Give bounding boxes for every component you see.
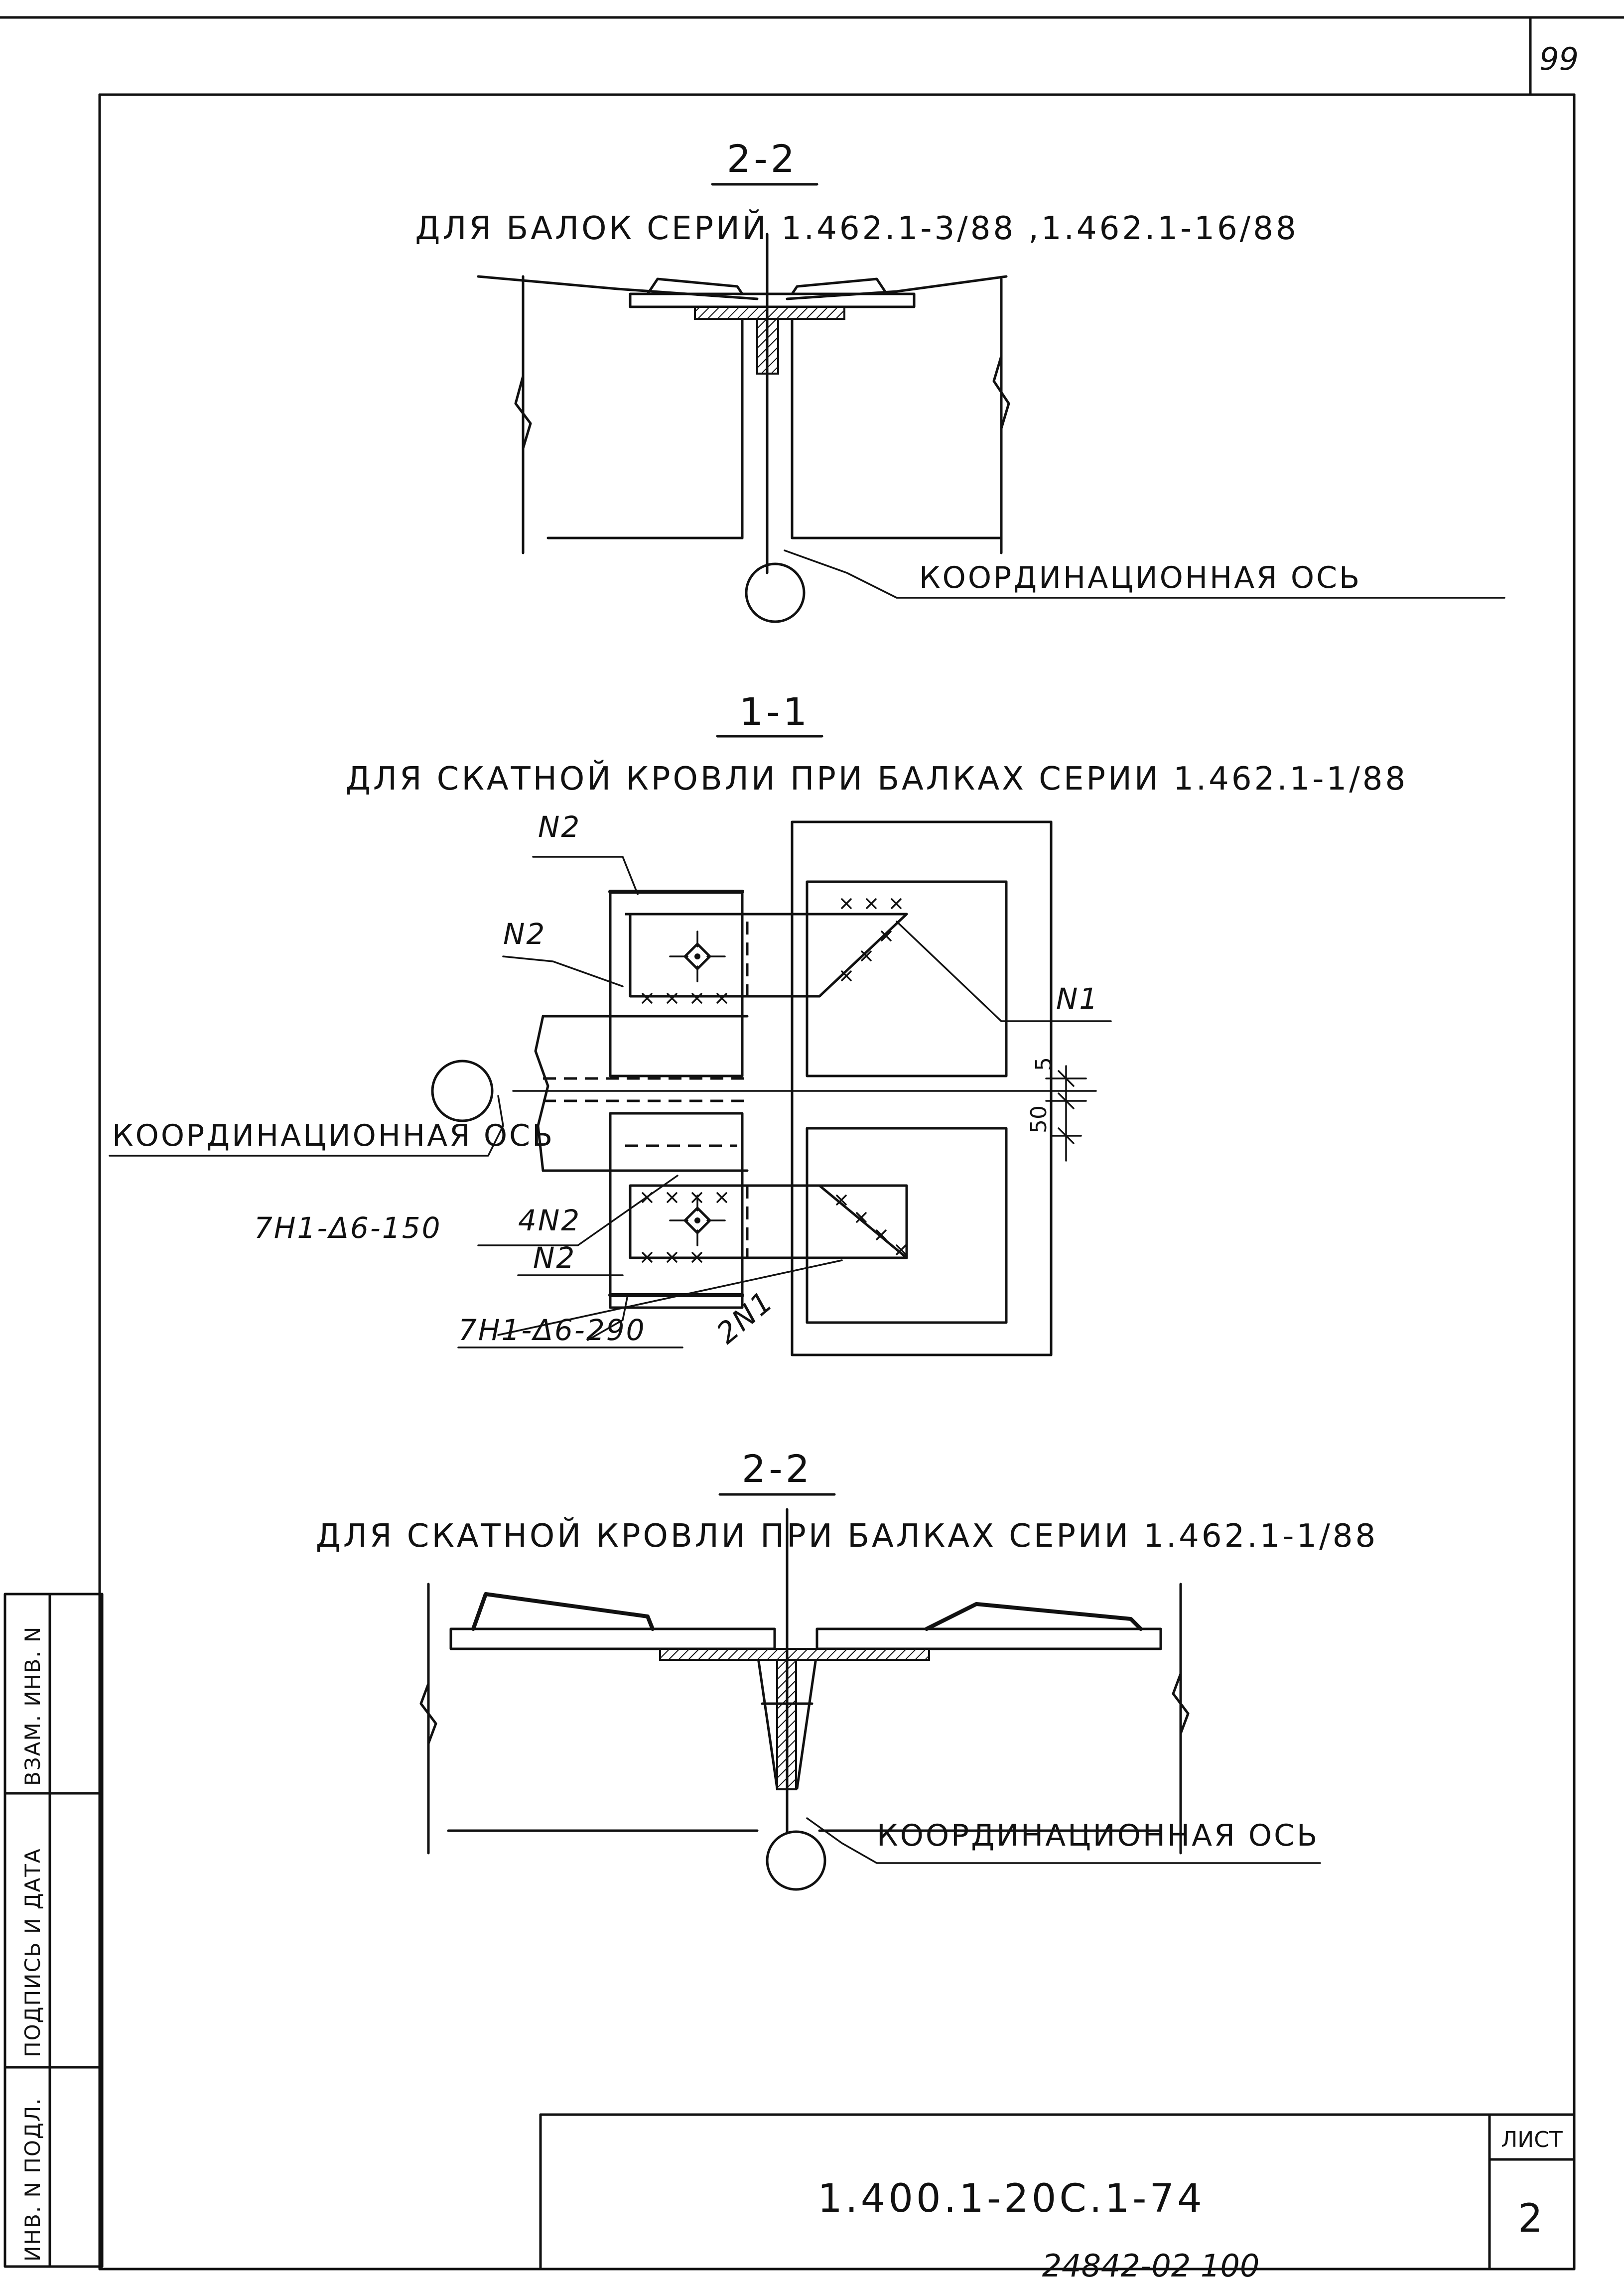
section-a-caption: ДЛЯ БАЛОК СЕРИЙ 1.462.1-3/88 ,1.462.1-16… bbox=[415, 209, 1298, 247]
stamp-cell-inv-podl: ИНВ. N ПОДЛ. bbox=[20, 2097, 45, 2262]
callout-n2-mid: N2 bbox=[503, 917, 546, 951]
section-b: 1-1 ДЛЯ СКАТНОЙ КРОВЛИ ПРИ БАЛКАХ СЕРИИ … bbox=[109, 689, 1408, 1356]
document-code: 1.400.1-20C.1-74 bbox=[817, 2176, 1205, 2221]
section-a-drawing bbox=[477, 233, 1010, 574]
callout-4n2: 4N2 bbox=[518, 1204, 581, 1237]
side-stamp bbox=[3, 1593, 104, 2268]
section-b-caption: ДЛЯ СКАТНОЙ КРОВЛИ ПРИ БАЛКАХ СЕРИИ 1.46… bbox=[346, 760, 1408, 798]
sheet-frame bbox=[0, 16, 1624, 2271]
title-block bbox=[539, 2113, 1576, 2271]
section-a-number: 2-2 bbox=[727, 136, 798, 181]
section-c-number: 2-2 bbox=[742, 1447, 812, 1491]
section-c: 2-2 ДЛЯ СКАТНОЙ КРОВЛИ ПРИ БАЛКАХ СЕРИИ … bbox=[316, 1447, 1378, 1891]
section-c-axis-marker bbox=[766, 1830, 826, 1891]
section-c-drawing bbox=[419, 1508, 1190, 1855]
section-a-axis-label: КООРДИНАЦИОННАЯ ОСЬ bbox=[919, 560, 1361, 595]
section-b-number: 1-1 bbox=[739, 689, 810, 734]
section-a: 2-2 ДЛЯ БАЛОК СЕРИЙ 1.462.1-3/88 ,1.462.… bbox=[415, 136, 1505, 623]
sheet-label: ЛИСТ bbox=[1501, 2127, 1563, 2152]
footer-code: 24842-02 100 bbox=[1042, 2248, 1260, 2277]
section-a-axis-marker bbox=[745, 562, 806, 623]
callout-n2-low: N2 bbox=[533, 1241, 576, 1275]
stamp-cell-podpis: ПОДПИСЬ И ДАТА bbox=[20, 1848, 45, 2057]
section-b-axis-label: КООРДИНАЦИОННАЯ ОСЬ bbox=[112, 1118, 554, 1153]
section-c-axis-label: КООРДИНАЦИОННАЯ ОСЬ bbox=[877, 1818, 1319, 1853]
dim-offset: 50 bbox=[1026, 1105, 1052, 1133]
callout-weld-290: 7H1-Δ6-290 bbox=[458, 1313, 646, 1347]
section-c-caption: ДЛЯ СКАТНОЙ КРОВЛИ ПРИ БАЛКАХ СЕРИИ 1.46… bbox=[316, 1517, 1378, 1555]
dim-gap: 5 bbox=[1031, 1057, 1057, 1071]
callout-weld-150: 7H1-Δ6-150 bbox=[254, 1211, 442, 1245]
section-b-axis-marker bbox=[431, 1060, 494, 1122]
stamp-cell-vzam-inv: ВЗАМ. ИНВ. N bbox=[20, 1626, 45, 1786]
section-b-drawing bbox=[512, 820, 1097, 1356]
callout-n1: N1 bbox=[1056, 982, 1099, 1016]
page-number: 99 bbox=[1539, 41, 1579, 77]
sheet-number: 2 bbox=[1518, 2196, 1546, 2241]
callout-n2-top: N2 bbox=[538, 810, 581, 844]
